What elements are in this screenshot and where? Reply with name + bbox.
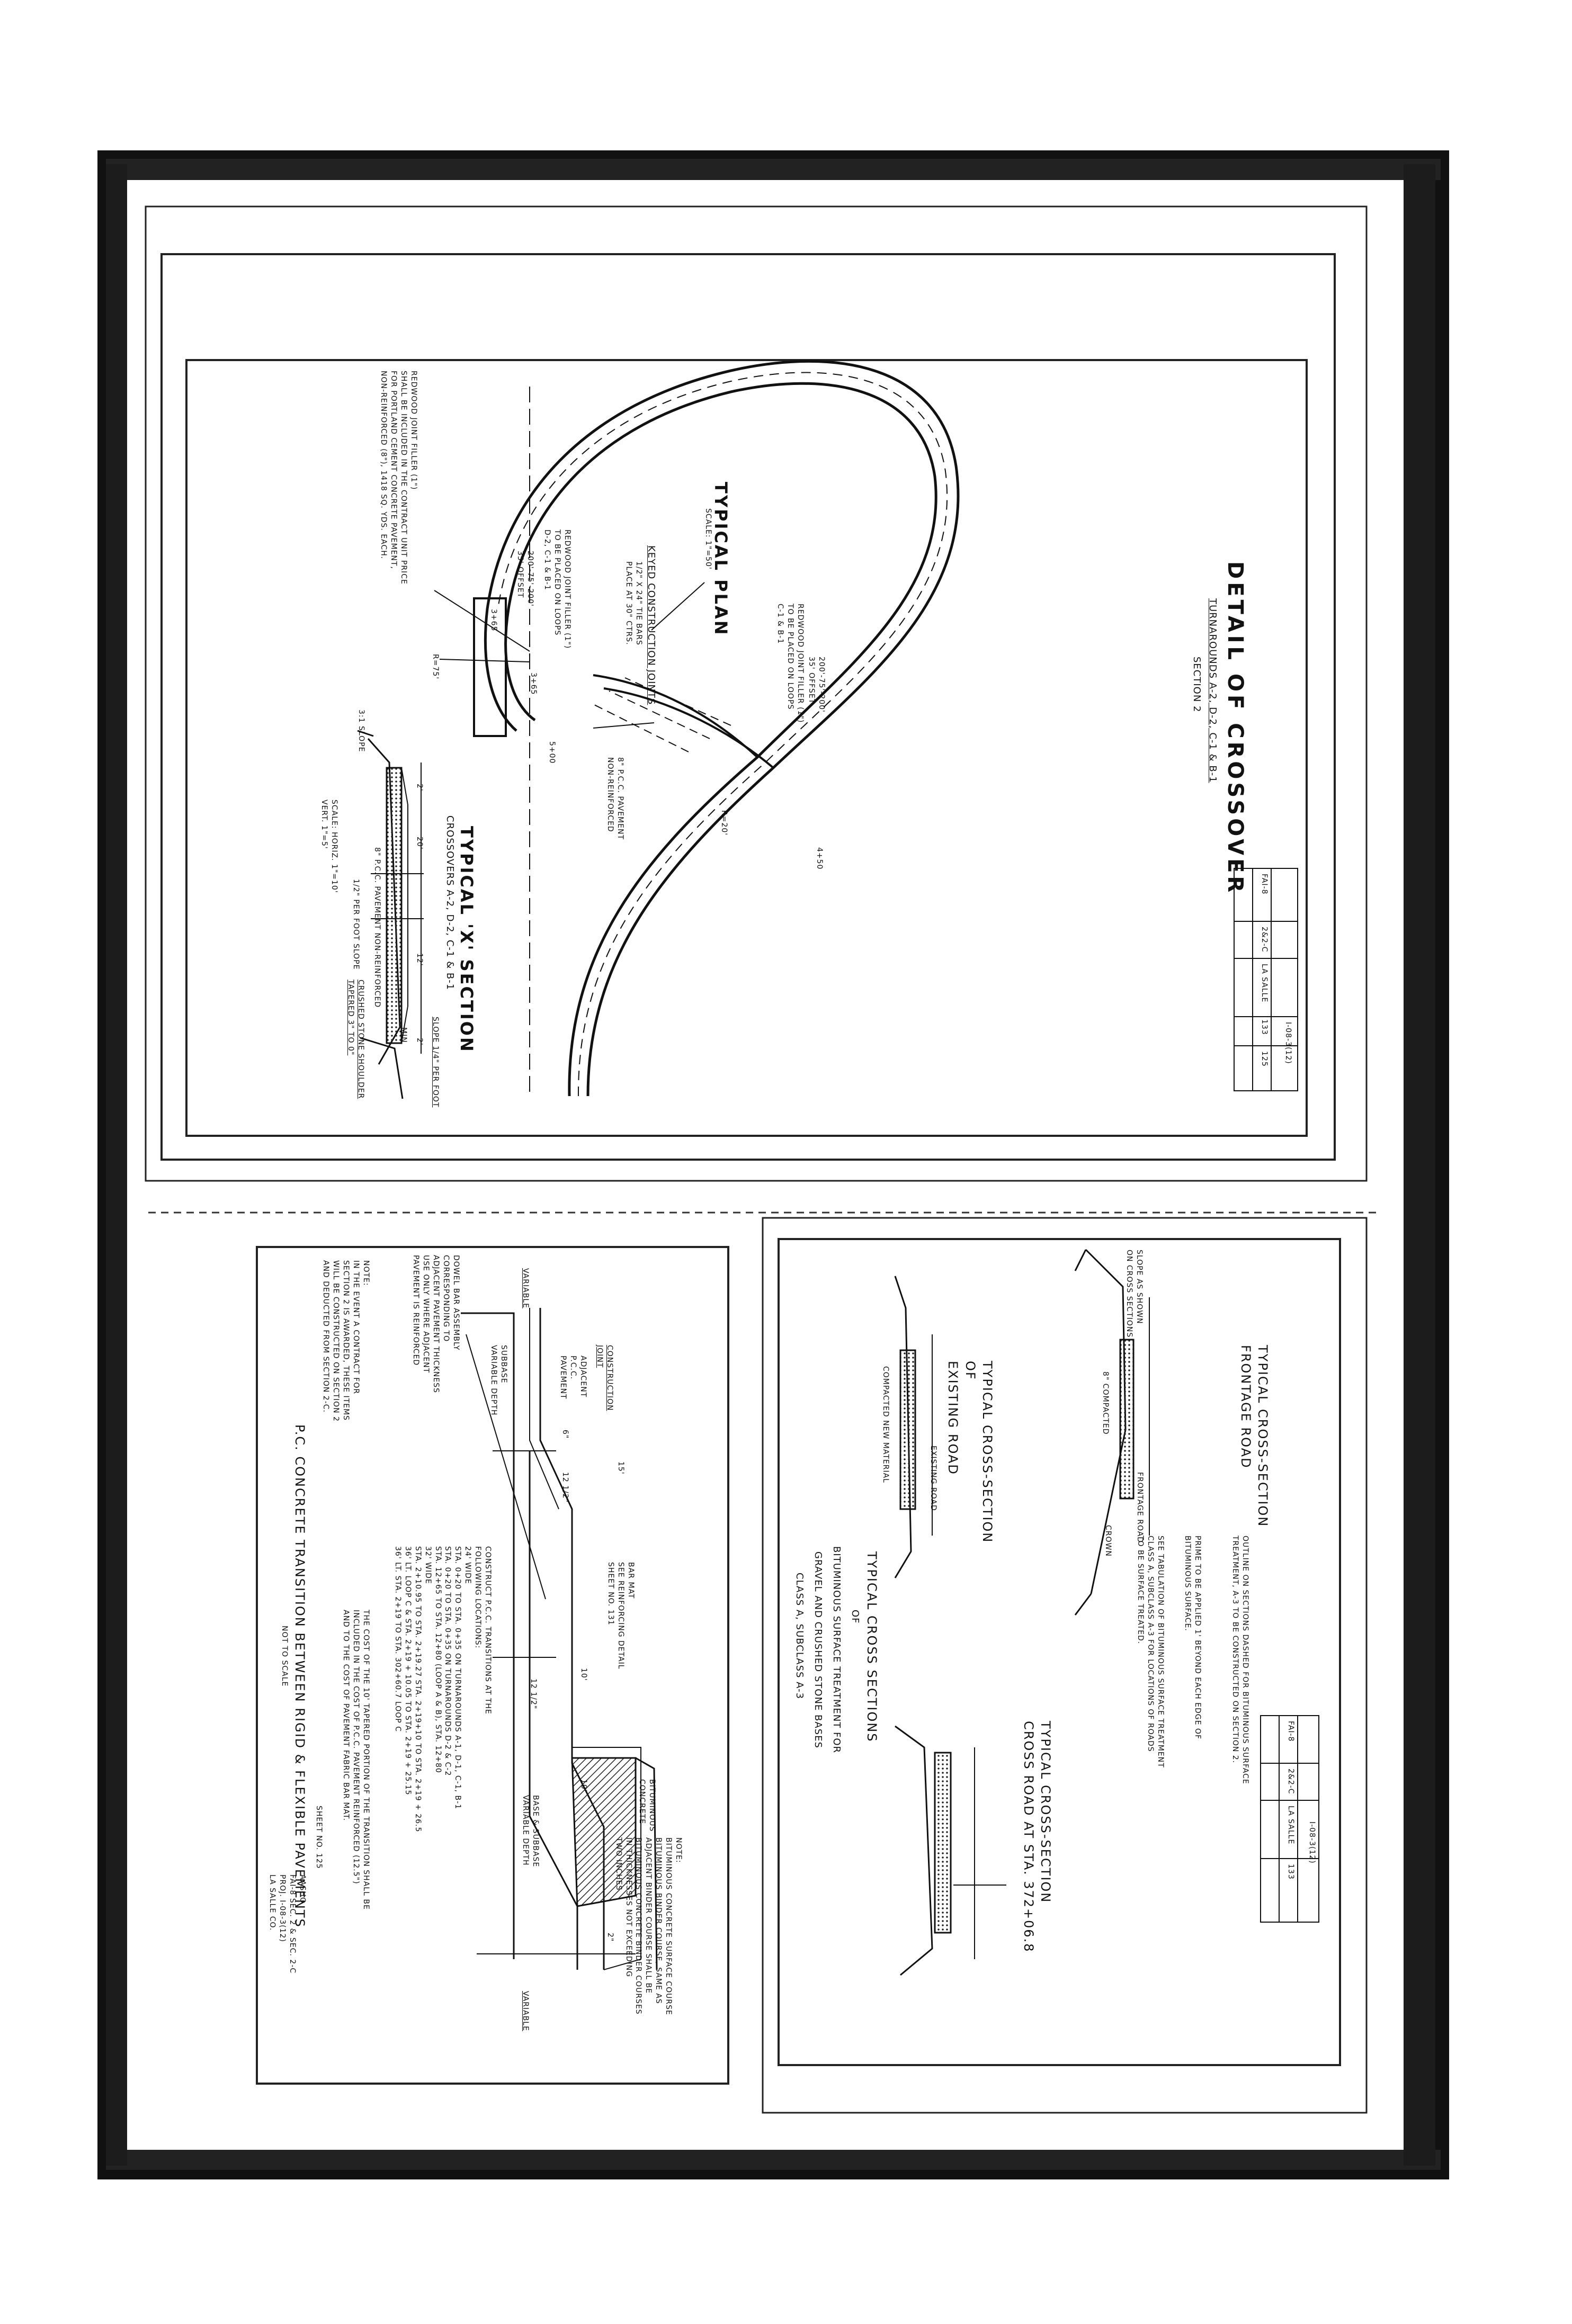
offset-b: 200'-75'-200' 35' OFFSET: [516, 551, 534, 607]
sections-line-4: CLASS A, SUBCLASS A-3: [794, 1573, 805, 1700]
existing-road-title: TYPICAL CROSS-SECTION OF EXISTING ROAD: [945, 1361, 995, 1544]
sections-note-2: PRIME TO BE APPLIED 1' BEYOND EACH EDGE …: [1183, 1536, 1202, 1739]
crossover-section: SECTION 2: [1191, 657, 1202, 713]
existing-road-section: [894, 1276, 933, 1578]
construction-joint: CONSTRUCTION JOINT: [595, 1345, 614, 1411]
radius-20: R=20': [720, 810, 728, 836]
frontage-compacted: 8" COMPACTED: [1101, 1371, 1110, 1435]
x-section-subtitle: CROSSOVERS A-2, D-2, C-1 & B-1: [444, 815, 455, 991]
x-section-slope-top: SLOPE 1/4" PER FOOT: [431, 1017, 440, 1108]
x-section-dim-5: MIN: [399, 1027, 408, 1043]
x-section-dim-1: 20': [415, 837, 424, 850]
dim-15: 15': [617, 1461, 625, 1475]
pavement-label: 8" P.C.C. PAVEMENT NON-REINFORCED: [606, 757, 624, 840]
dim-10-a: 10': [579, 1668, 588, 1681]
sections-of: OF: [850, 1610, 861, 1624]
transition-profile: [461, 1308, 658, 1970]
x-section-dim-2: 12': [415, 953, 424, 966]
subbase-label: SUBBASE VARIABLE DEPTH: [489, 1345, 508, 1416]
x-section-title: TYPICAL 'X' SECTION: [457, 826, 477, 1053]
tb-contract: I-08-3(12): [1284, 1022, 1292, 1064]
x-section-pcc: 8" P.C.C. PAVEMENT NON-REINFORCED: [373, 847, 381, 1008]
typical-plan-scale: SCALE: 1"=50': [704, 508, 712, 570]
dim-2: 2": [606, 1933, 614, 1942]
sheet-number: SHEET NO. 125: [315, 1806, 323, 1869]
typical-x-section: [357, 730, 424, 1099]
station-label-4: 3+65: [489, 609, 498, 632]
crossover-title: DETAIL OF CROSSOVER: [1223, 561, 1247, 896]
tb-total: 133: [1260, 1019, 1269, 1035]
typical-plan-title: TYPICAL PLAN: [711, 482, 731, 636]
cross-road-title: TYPICAL CROSS-SECTION CROSS ROAD AT STA.…: [1021, 1721, 1053, 1953]
sections-note-3: SEE TABULATION OF BITUMINOUS SURFACE TRE…: [1136, 1536, 1165, 1768]
filler-note-loops: REDWOOD JOINT FILLER (1") TO BE PLACED O…: [776, 604, 805, 723]
transition-not-to-scale: NOT TO SCALE: [280, 1626, 289, 1687]
crossover-subtitle: TURNAROUNDS A-2, D-2, C-1 & B-1: [1207, 598, 1218, 783]
frontage-title: TYPICAL CROSS-SECTION FRONTAGE ROAD: [1238, 1345, 1270, 1528]
sections-line-3: GRAVEL AND CRUSHED STONE BASES: [812, 1551, 824, 1748]
event-note: NOTE: IN THE EVENT A CONTRACT FOR SECTIO…: [321, 1260, 370, 1422]
frontage-road-section: [1074, 1249, 1150, 1616]
existing-road-label: EXISTING ROAD: [929, 1446, 937, 1511]
station-label-2: 5+00: [548, 741, 556, 764]
dim-12-5-a: 12 1/2": [561, 1472, 569, 1503]
tb-route: FAI-8: [1260, 874, 1269, 895]
tb-sheet: 125: [1260, 1051, 1269, 1067]
title-block-upper: [1234, 868, 1298, 1091]
keyed-joints-label: KEYED CONSTRUCTION JOINTS: [646, 545, 657, 705]
tb2-county: LA SALLE: [1287, 1806, 1295, 1845]
x-section-shoulder: CRUSHED STONE SHOULDER TAPERED 3" TO 0": [346, 980, 365, 1099]
tie-bars-label: 1/2" X 24" TIE BARS PLACE AT 30" CTRS.: [624, 561, 643, 645]
dim-10-b: 10': [579, 1779, 588, 1792]
dim-12-5-b: 12 1/2": [529, 1679, 538, 1710]
x-section-slope-bottom: 1/2" PER FOOT SLOPE: [352, 879, 360, 970]
x-section-dim-4: 2': [415, 1038, 424, 1046]
bar-mat-label: BAR MAT SEE REINFORCING DETAIL SHEET NO.…: [606, 1562, 635, 1670]
adjacent-pavement: ADJACENT P.C.C. PAVEMENT: [559, 1356, 587, 1399]
sections-title: TYPICAL CROSS SECTIONS: [864, 1551, 879, 1743]
station-label-1: 4+50: [815, 847, 824, 870]
scan-frame: [97, 150, 1449, 2179]
existing-compacted-label: COMPACTED NEW MATERIAL: [881, 1366, 890, 1483]
crossover-panel-frame: [145, 205, 1368, 1182]
tb-section: 2&2-C: [1260, 927, 1269, 953]
surface-note: NOTE: BITUMINOUS CONCRETE SURFACE COURSE…: [614, 1837, 683, 2015]
frontage-crown: CROWN: [1104, 1525, 1112, 1557]
x-section-scale: SCALE: HORIZ. 1"=10' VERT. 1"=5': [320, 800, 338, 893]
station-label-3: 3+65: [529, 672, 538, 695]
tb2-total: 133: [1287, 1864, 1295, 1880]
variable-left: VARIABLE: [521, 1268, 530, 1308]
filler-note-d2: REDWOOD JOINT FILLER (1") TO BE PLACED O…: [543, 530, 571, 649]
lower-panel-frames: [148, 1212, 1377, 2114]
radius-75: R=75': [431, 654, 440, 680]
sections-line-2: BITUMINOUS SURFACE TREATMENT FOR: [831, 1546, 842, 1753]
x-section-side-slope: 3:1 SLOPE: [357, 710, 365, 752]
cross-road-section: [895, 1725, 1006, 1976]
crossover-loop-plan: [434, 360, 960, 1097]
frontage-road-label: FRONTAGE ROAD: [1136, 1472, 1144, 1544]
tb2-section: 2&2-C: [1287, 1769, 1295, 1794]
base-subbase-label: BASE & SUBBASE VARIABLE DEPTH: [521, 1795, 540, 1868]
locations-note: CONSTRUCT P.C.C. TRANSITIONS AT THE FOLL…: [393, 1546, 492, 1833]
crossover-footnote: REDWOOD JOINT FILLER (1") SHALL BE INCLU…: [379, 371, 418, 585]
cost-note: THE COST OF THE 10' TAPERED PORTION OF T…: [342, 1610, 370, 1910]
dim-6: 6": [561, 1430, 569, 1439]
tb-county: LA SALLE: [1260, 964, 1269, 1003]
project-label: AASHO FAI-8 SEC. 2 & SEC. 2-C PROJ. I-08…: [268, 1874, 307, 1974]
x-section-dim-3: 2': [415, 784, 424, 792]
transition-title: P.C. CONCRETE TRANSITION BETWEEN RIGID &…: [292, 1424, 307, 1928]
tb2-route: FAI-8: [1287, 1721, 1295, 1742]
offset-a: 200'-75'-200' 35' OFFSET: [807, 657, 826, 713]
slope-as-shown: SLOPE AS SHOWN ON CROSS SECTIONS: [1125, 1250, 1144, 1338]
title-block-lower: [1260, 1715, 1319, 1923]
tb2-contract: I-08-3(12): [1308, 1821, 1316, 1864]
bituminous-label: BITUMINOUS CONCRETE: [638, 1779, 656, 1832]
variable-right: VARIABLE: [521, 1991, 530, 2031]
dowel-note: DOWEL BAR ASSEMBLY CORRESPONDING TO ADJA…: [412, 1255, 460, 1393]
sections-note-1: OUTLINE ON SECTIONS DASHED FOR BITUMINOU…: [1231, 1536, 1249, 1784]
